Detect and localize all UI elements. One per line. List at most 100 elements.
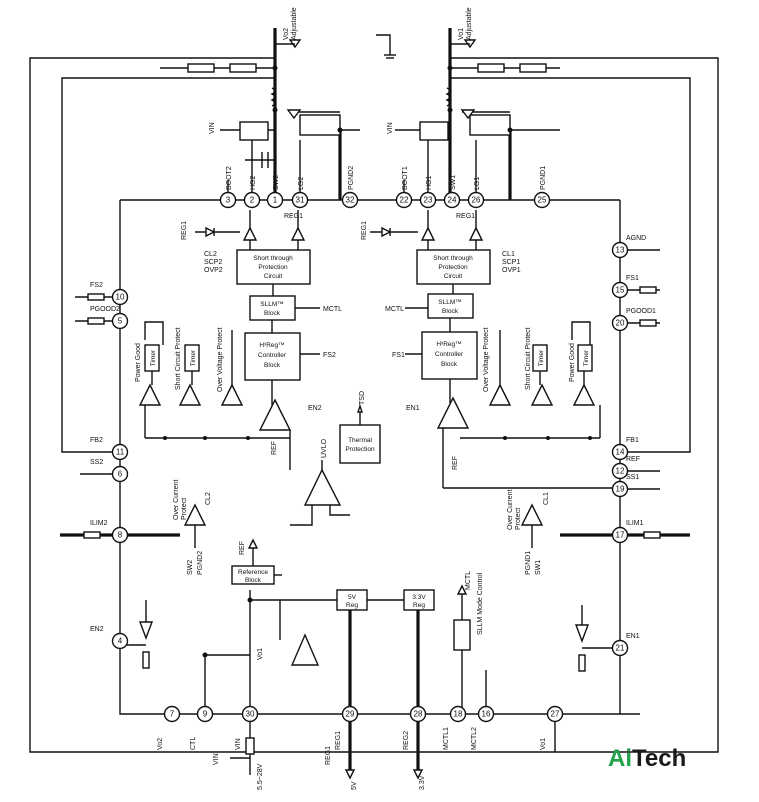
- pin-label-mctl2: MCTL2: [471, 727, 478, 750]
- pin-number-25: 25: [538, 196, 547, 205]
- pin-label-fs2: FS2: [90, 282, 103, 289]
- svg-text:Protect: Protect: [515, 508, 522, 530]
- pin-13: [611, 241, 629, 259]
- pin-label-fb1: FB1: [626, 437, 639, 444]
- pin-1: [266, 191, 284, 209]
- pin-24: [443, 191, 461, 209]
- svg-text:Controller: Controller: [258, 352, 287, 359]
- svg-text:5V: 5V: [351, 781, 358, 790]
- pin-label-mctl1: MCTL1: [443, 727, 450, 750]
- pin-9: [196, 705, 214, 723]
- svg-text:UVLO: UVLO: [321, 438, 328, 458]
- pin-label-ilim2: ILIM2: [90, 520, 108, 527]
- svg-text:Block: Block: [264, 362, 281, 369]
- svg-text:REF: REF: [239, 541, 246, 555]
- pin-18: [449, 705, 467, 723]
- pin-number-17: 17: [616, 531, 625, 540]
- pin-2: [243, 191, 261, 209]
- pin-label-pgnd1: PGND1: [540, 166, 547, 190]
- pin-label-ctl: CTL: [190, 737, 197, 750]
- svg-text:SW2: SW2: [187, 560, 194, 575]
- pin-number-26: 26: [472, 196, 481, 205]
- main-wiring: [29, 28, 719, 775]
- svg-text:Power Good: Power Good: [135, 343, 142, 382]
- pin-label-vin: VIN: [235, 738, 242, 750]
- svg-text:Circuit: Circuit: [264, 273, 283, 280]
- pin-label-boot1: BOOT1: [402, 166, 409, 190]
- pin-31: [291, 191, 309, 209]
- hreg-block-1: [421, 331, 478, 380]
- pin-20: [611, 314, 629, 332]
- svg-text:Over Current: Over Current: [173, 479, 180, 520]
- short-through-block-2: [236, 249, 311, 285]
- pin-label-fs1: FS1: [626, 275, 639, 282]
- enable-buffers: [120, 600, 620, 672]
- pin-15: [611, 281, 629, 299]
- svg-text:Over Voltage Protect: Over Voltage Protect: [483, 327, 490, 392]
- pin-22: [395, 191, 413, 209]
- svg-text:Circuit: Circuit: [444, 273, 463, 280]
- reg1-label-2: REG1: [181, 221, 188, 240]
- pin-number-8: 8: [118, 531, 123, 540]
- svg-text:REF: REF: [452, 456, 459, 470]
- power-stage-1: [376, 34, 560, 200]
- top-labels: Vo2 Adjustable Vo1 Adjustable VIN VIN RE…: [181, 7, 475, 240]
- pin-number-31: 31: [296, 196, 305, 205]
- pin-label-lg2: LG2: [298, 177, 305, 190]
- pin-number-20: 20: [616, 319, 625, 328]
- pin-number-19: 19: [616, 485, 625, 494]
- svg-text:H³Reg™: H³Reg™: [259, 342, 284, 349]
- svg-text:PGND2: PGND2: [197, 551, 204, 575]
- svg-text:VIN: VIN: [213, 753, 220, 765]
- svg-text:CL2: CL2: [205, 492, 212, 505]
- pin-label-en2: EN2: [90, 626, 104, 633]
- svg-text:3.3V: 3.3V: [412, 594, 426, 601]
- pin-number-13: 13: [616, 246, 625, 255]
- pin-27: [546, 705, 564, 723]
- pin-label-lg1: LG1: [474, 177, 481, 190]
- pin-23: [419, 191, 437, 209]
- svg-text:Timer: Timer: [150, 349, 157, 366]
- pin-label-reg1: REG1: [335, 731, 342, 750]
- pin-number-12: 12: [616, 467, 625, 476]
- svg-text:H³Reg™: H³Reg™: [436, 341, 461, 348]
- vo1-label: Vo1: [458, 28, 465, 40]
- svg-text:Over Voltage Protect: Over Voltage Protect: [217, 327, 224, 392]
- svg-text:MCTL: MCTL: [465, 571, 472, 590]
- svg-text:REF: REF: [271, 441, 278, 455]
- pin-number-7: 7: [170, 710, 175, 719]
- svg-text:TSD: TSD: [359, 391, 366, 405]
- pin-number-23: 23: [424, 196, 433, 205]
- svg-text:CL1: CL1: [502, 251, 515, 258]
- pin-number-5: 5: [118, 317, 123, 326]
- svg-text:OVP1: OVP1: [502, 267, 521, 274]
- svg-text:Block: Block: [442, 308, 459, 315]
- pin-label-pgood2: PGOOD2: [90, 306, 120, 313]
- svg-text:PGND1: PGND1: [525, 551, 532, 575]
- pin-6: [111, 465, 129, 483]
- thermal-uvlo: Thermal Protection TSD UVLO: [290, 391, 381, 526]
- pin-30: [241, 705, 259, 723]
- pin-25: [533, 191, 551, 209]
- control-blocks-2: Short through Protection Circuit SLLM™ B…: [236, 249, 320, 405]
- power-stage-2: [160, 39, 360, 200]
- pin-19: [611, 480, 629, 498]
- vo2-adjustable-label: Adjustable: [291, 7, 298, 40]
- pin-label-pgnd2: PGND2: [348, 166, 355, 190]
- svg-text:SCP2: SCP2: [204, 259, 222, 266]
- pin-4: [111, 632, 129, 650]
- pin-number-9: 9: [203, 710, 208, 719]
- overcurrent-1: Over Current Protect CL1 PGND1 SW1: [507, 489, 550, 575]
- pin-number-14: 14: [616, 448, 625, 457]
- svg-text:SLLM™: SLLM™: [260, 301, 283, 308]
- svg-text:FS2: FS2: [323, 352, 336, 359]
- pin-number-22: 22: [400, 196, 409, 205]
- svg-text:Block: Block: [441, 361, 458, 368]
- svg-text:FS1: FS1: [392, 352, 405, 359]
- pin-number-32: 32: [346, 196, 355, 205]
- svg-text:Reg: Reg: [346, 602, 358, 609]
- pin-number-18: 18: [454, 710, 463, 719]
- vo1-adjustable-label: Adjustable: [466, 7, 473, 40]
- svg-text:Protection: Protection: [258, 264, 288, 271]
